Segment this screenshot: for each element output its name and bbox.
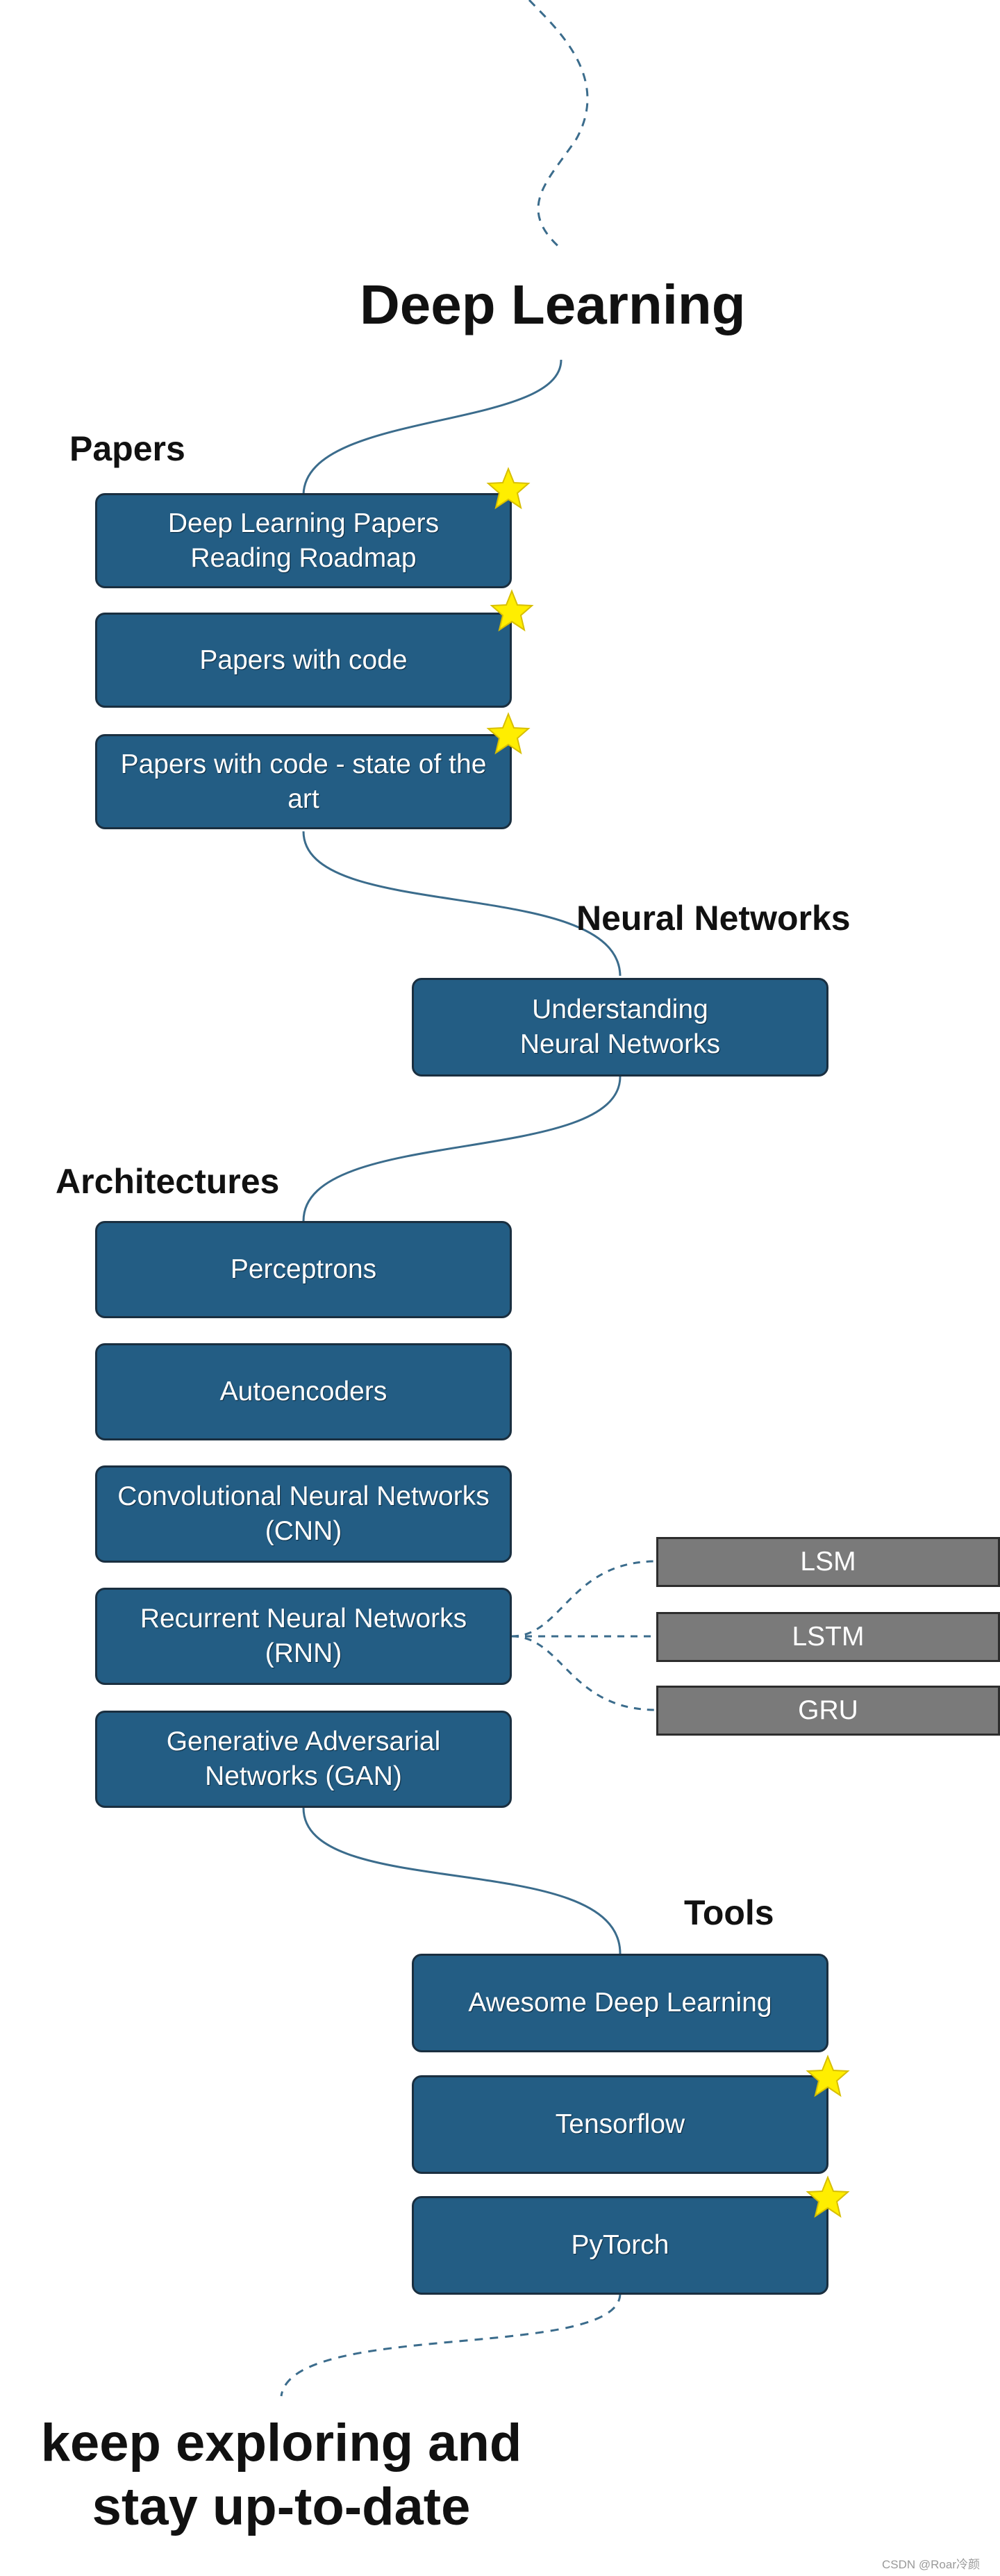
- connector-title-to-papers: [302, 359, 562, 495]
- connector-architectures-to-tools: [302, 1807, 622, 1954]
- node-tensorflow[interactable]: Tensorflow: [412, 2075, 828, 2174]
- node-gru[interactable]: GRU: [656, 1686, 1000, 1736]
- section-label-papers: Papers: [69, 429, 185, 468]
- node-lsm[interactable]: LSM: [656, 1537, 1000, 1587]
- watermark: CSDN @Roar冷颜: [882, 2558, 980, 2571]
- connector-rnn-to-lsm: [511, 1560, 657, 1638]
- node-gan[interactable]: Generative Adversarial Networks (GAN): [95, 1711, 512, 1808]
- node-papers-with-code-sota[interactable]: Papers with code - state of the art: [95, 734, 512, 829]
- connector-rnn-to-gru: [511, 1635, 657, 1711]
- node-papers-with-code[interactable]: Papers with code: [95, 613, 512, 708]
- star-icon-pytorch: [806, 2175, 850, 2218]
- diagram-title: Deep Learning: [360, 274, 746, 335]
- star-icon-tensorflow: [806, 2054, 850, 2097]
- section-label-neural-networks: Neural Networks: [576, 899, 851, 938]
- connector-top-dashed: [528, 0, 589, 251]
- connector-papers-to-nn: [302, 831, 622, 977]
- node-lstm[interactable]: LSTM: [656, 1612, 1000, 1662]
- node-perceptrons[interactable]: Perceptrons: [95, 1221, 512, 1318]
- node-rnn[interactable]: Recurrent Neural Networks (RNN): [95, 1588, 512, 1685]
- connector-nn-to-architectures: [302, 1076, 622, 1222]
- node-understanding-neural-networks[interactable]: Understanding Neural Networks: [412, 978, 828, 1077]
- star-icon-papers-with-code: [490, 589, 534, 632]
- connector-bottom-dashed: [280, 2293, 622, 2397]
- node-cnn[interactable]: Convolutional Neural Networks (CNN): [95, 1465, 512, 1563]
- section-label-architectures: Architectures: [56, 1162, 280, 1201]
- node-deep-learning-papers-roadmap[interactable]: Deep Learning Papers Reading Roadmap: [95, 493, 512, 588]
- footer-message: keep exploring and stay up-to-date: [40, 2413, 522, 2536]
- star-icon-papers-with-code-sota: [486, 712, 531, 755]
- node-awesome-deep-learning[interactable]: Awesome Deep Learning: [412, 1954, 828, 2052]
- node-pytorch[interactable]: PyTorch: [412, 2196, 828, 2295]
- star-icon-dl-papers-roadmap: [486, 467, 531, 510]
- section-label-tools: Tools: [684, 1893, 774, 1932]
- node-autoencoders[interactable]: Autoencoders: [95, 1343, 512, 1440]
